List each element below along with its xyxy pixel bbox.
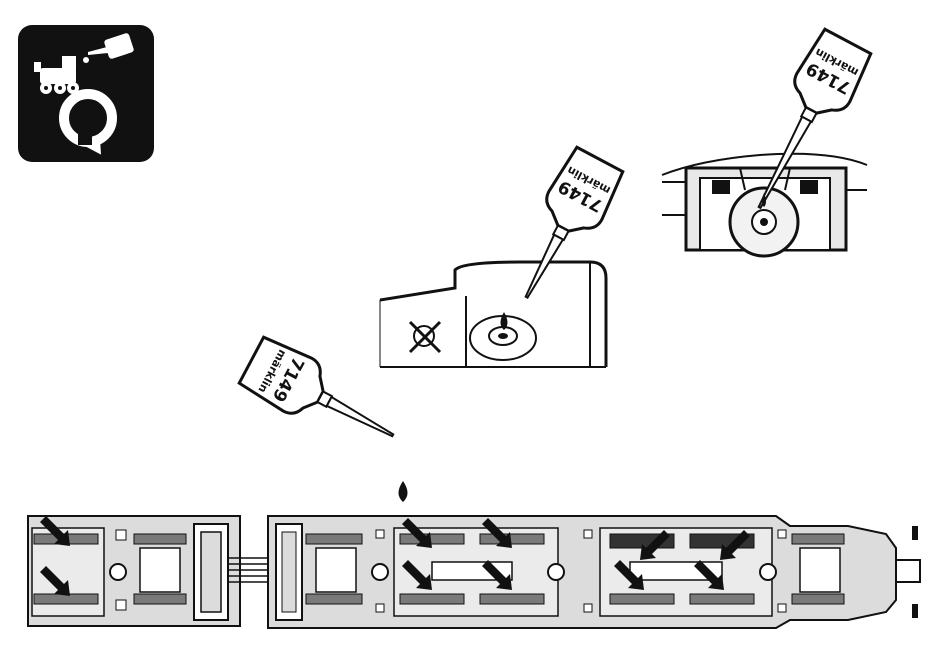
bearing-detail-view xyxy=(380,262,606,367)
chassis-motor-car xyxy=(268,516,920,628)
oil-drop-icon-3 xyxy=(399,481,408,502)
do-not-oil-icon xyxy=(410,322,440,352)
maintenance-badge-icon xyxy=(18,25,154,162)
oil-bottle-3: märklin 7149 xyxy=(237,334,406,462)
